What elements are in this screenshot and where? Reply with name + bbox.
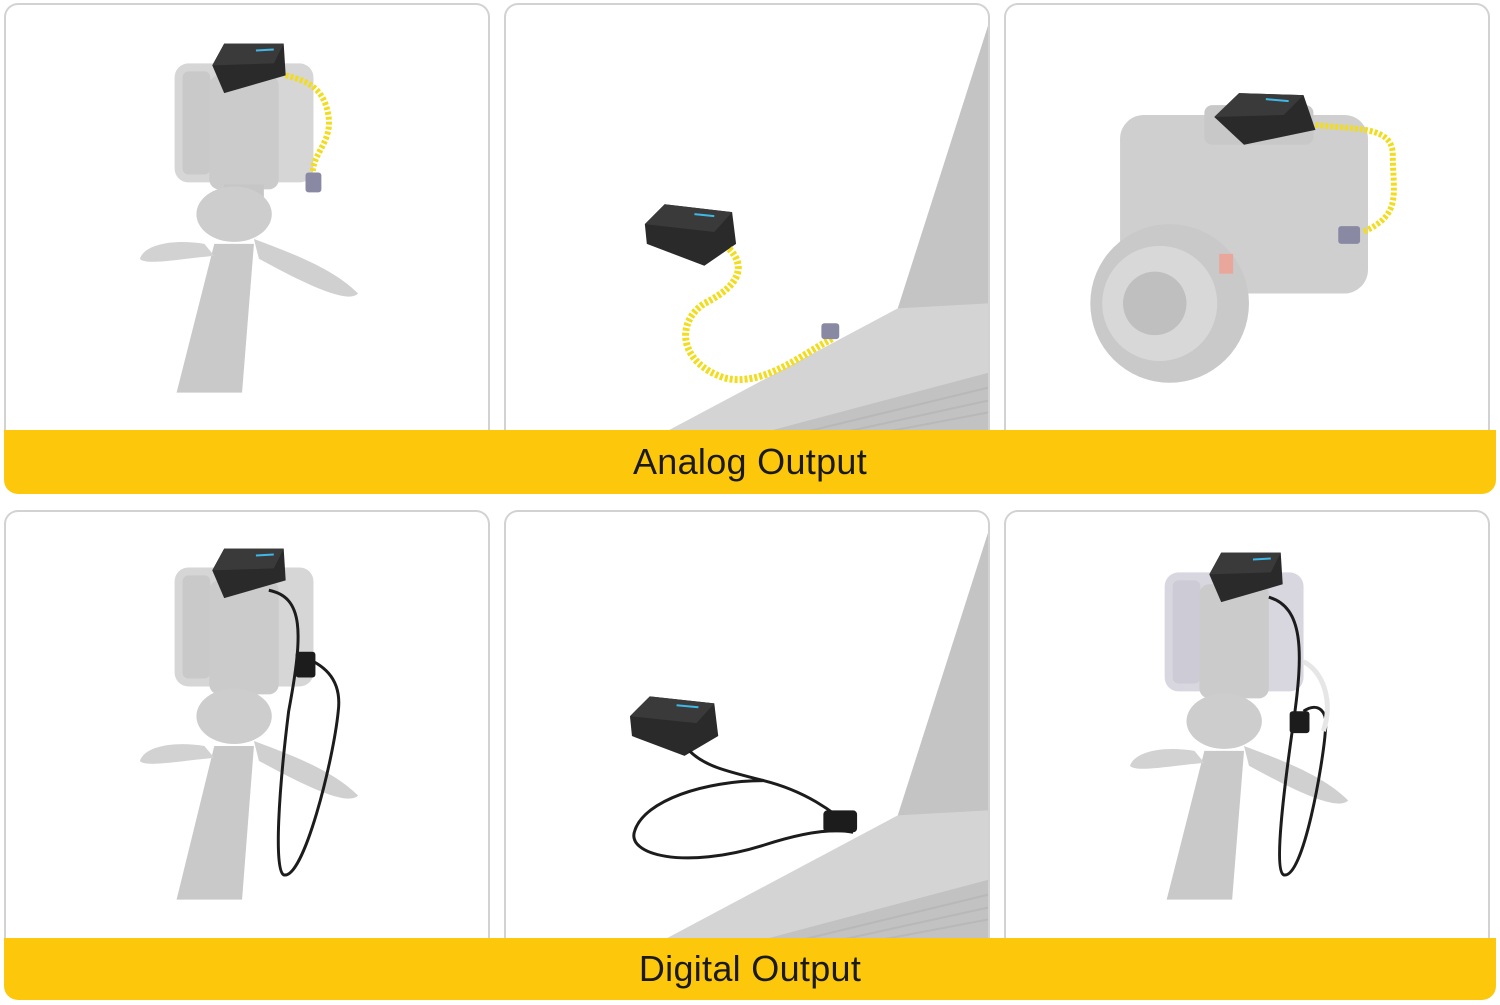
audio-device — [1209, 552, 1283, 603]
analog-phone-tripod-image — [4, 3, 490, 463]
digital-output-label: Digital Output — [638, 948, 862, 989]
analog-camera-image — [1004, 3, 1490, 463]
laptop — [664, 25, 988, 434]
tripod — [139, 567, 359, 900]
coiled-cable — [1315, 121, 1397, 235]
digital-output-section: Digital Output — [4, 510, 1496, 1000]
camera — [1090, 105, 1368, 383]
analog-output-banner: Analog Output — [4, 430, 1496, 494]
audio-device — [212, 43, 286, 94]
usb-cable — [632, 749, 855, 860]
usb-cable — [268, 588, 341, 877]
jack-plug — [821, 323, 840, 340]
coiled-cable — [682, 246, 835, 383]
usb-adapter — [823, 810, 858, 833]
audio-device — [1214, 93, 1316, 145]
digital-laptop-image — [504, 510, 990, 970]
analog-output-section: Analog Output — [4, 3, 1496, 494]
usb-adapter — [295, 651, 316, 678]
usb-adapter — [1289, 711, 1310, 734]
digital-phone-tripod-image-2 — [1004, 510, 1490, 970]
digital-phone-tripod-image — [4, 510, 490, 970]
usb-c-cable — [1302, 659, 1330, 732]
audio-device — [629, 696, 719, 756]
laptop — [664, 532, 988, 941]
audio-device — [644, 204, 737, 266]
audio-device — [212, 548, 286, 599]
digital-output-banner: Digital Output — [4, 938, 1496, 1000]
jack-plug — [305, 172, 322, 193]
coiled-cable — [284, 72, 332, 181]
jack-plug — [1338, 226, 1361, 244]
tripod — [139, 63, 359, 393]
analog-output-label: Analog Output — [632, 441, 868, 482]
analog-laptop-image — [504, 3, 990, 463]
tripod — [1129, 572, 1349, 900]
